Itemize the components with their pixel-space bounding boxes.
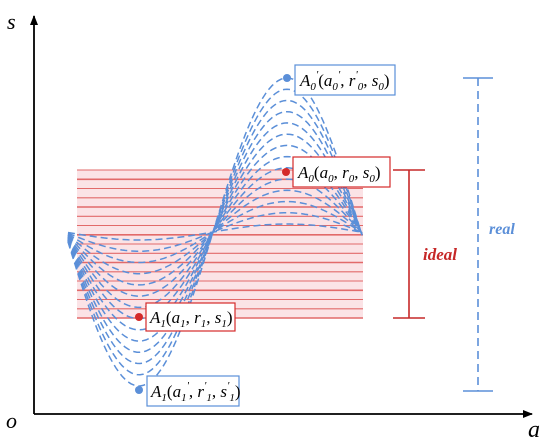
point-a1-dot — [135, 313, 143, 321]
real-curve — [67, 88, 363, 376]
ideal-label: ideal — [423, 245, 457, 264]
real-curve — [67, 189, 363, 275]
point-a1-prime-label: A1(a1', r'1, s'1) — [150, 380, 241, 404]
a-axis-label: a — [528, 417, 540, 441]
point-a0-prime-dot — [283, 74, 291, 82]
point-a0-dot — [282, 168, 290, 176]
origin-label: o — [6, 408, 17, 433]
point-a1-box — [145, 302, 236, 332]
real-bracket — [463, 77, 493, 392]
real-curve — [67, 212, 363, 252]
ideal-bracket — [393, 169, 425, 319]
point-a0-prime-label: A0'(a0', r'0, s0) — [299, 69, 390, 93]
real-label: real — [489, 221, 515, 238]
point-a1-prime-dot — [135, 386, 143, 394]
point-a1-label: A1(a1, r1, s1) — [149, 308, 232, 330]
s-axis-label: s — [7, 9, 16, 34]
point-a0-box — [292, 156, 391, 188]
point-a0-prime-box — [294, 64, 396, 96]
point-a0-label: A0(a0, r0, s0) — [297, 163, 380, 185]
point-a1-prime-box — [146, 375, 240, 407]
ideal-horizontal-lines — [77, 169, 363, 319]
real-curve — [67, 77, 363, 387]
real-curve — [67, 200, 363, 264]
real-curve — [67, 155, 363, 309]
real-curve — [67, 223, 363, 241]
